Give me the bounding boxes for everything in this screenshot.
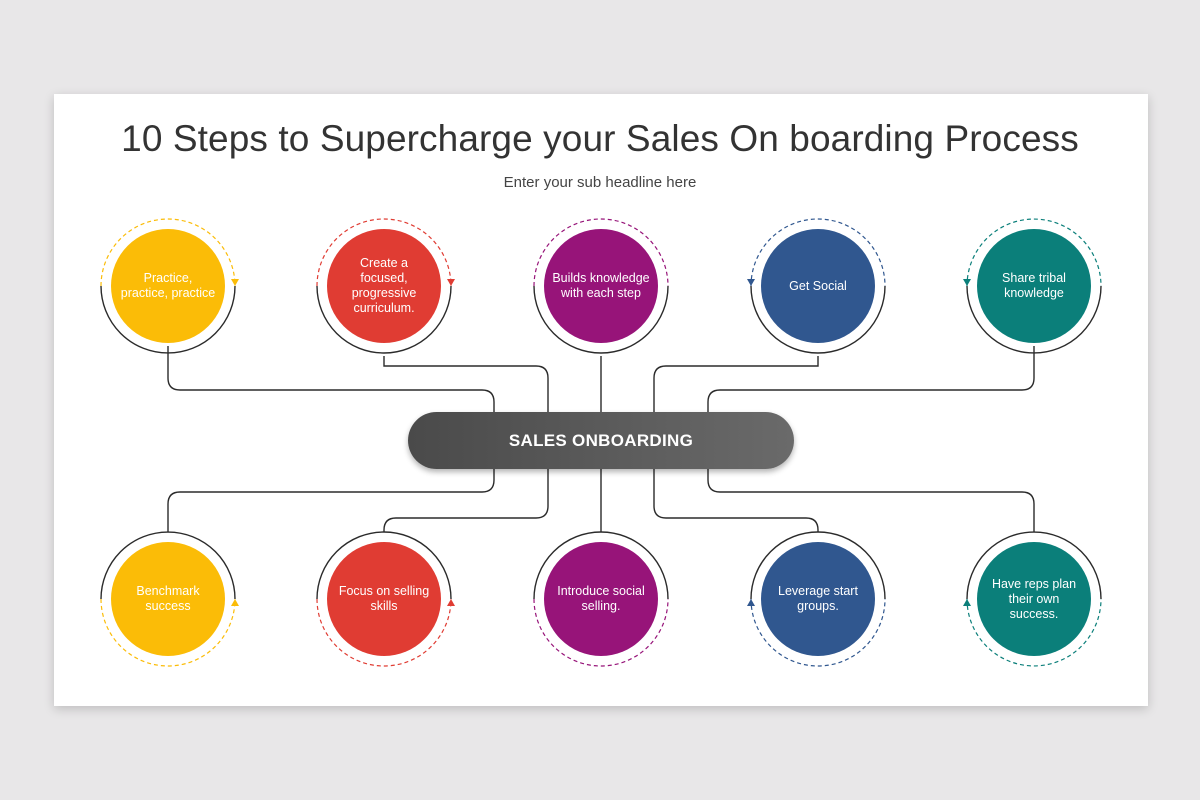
connector-7: [383, 469, 549, 532]
step-node: Introduce social selling.: [544, 542, 658, 656]
center-label: SALES ONBOARDING: [508, 430, 694, 450]
connector-4: [653, 356, 819, 412]
solid-arcs: [100, 285, 1102, 600]
arrow-up-icon: [747, 599, 755, 606]
connector-5: [707, 346, 1035, 412]
step-label: Have reps plan their own success.: [991, 576, 1077, 621]
step-label: Builds knowledge with each step: [552, 271, 650, 300]
step-node: Leverage start groups.: [761, 542, 875, 656]
step-node: Share tribal knowledge: [977, 229, 1091, 343]
page-subtitle: Enter your sub headline here: [503, 174, 697, 191]
step-label: Share tribal knowledge: [1002, 271, 1066, 300]
arrow-up-icon: [447, 599, 455, 606]
connector-9: [653, 469, 819, 532]
step-node: Focus on selling skills: [327, 542, 441, 656]
arrow-down-icon: [231, 279, 239, 286]
arrow-icons: [231, 279, 971, 606]
step-node: Benchmark success: [111, 542, 225, 656]
step-label: Introduce social selling.: [557, 584, 645, 613]
step-label: Focus on selling skills: [338, 584, 430, 613]
step-node: Practice, practice, practice: [111, 229, 225, 343]
step-label: Get Social: [789, 278, 847, 293]
step-node: Get Social: [761, 229, 875, 343]
arrow-up-icon: [231, 599, 239, 606]
connector-1: [167, 346, 495, 412]
center-hub: SALES ONBOARDING: [408, 412, 794, 469]
step-label: Leverage start groups.: [778, 584, 858, 613]
arrow-up-icon: [963, 599, 971, 606]
connector-lines: [167, 346, 1035, 532]
step-node: Builds knowledge with each step: [544, 229, 658, 343]
step-label: Benchmark success: [136, 584, 200, 613]
page-title: 10 Steps to Supercharge your Sales On bo…: [121, 118, 1079, 159]
arrow-down-icon: [747, 279, 755, 286]
connector-10: [707, 469, 1035, 532]
arrow-down-icon: [963, 279, 971, 286]
connector-6: [167, 469, 495, 532]
dashed-arcs: [100, 218, 1102, 667]
step-node: Create a focused, progressive curriculum…: [327, 229, 441, 343]
connector-2: [383, 356, 549, 412]
step-label: Practice, practice, practice: [120, 271, 216, 300]
step-node: Have reps plan their own success.: [977, 542, 1091, 656]
arrow-down-icon: [447, 279, 455, 286]
step-label: Create a focused, progressive curriculum…: [351, 256, 417, 315]
